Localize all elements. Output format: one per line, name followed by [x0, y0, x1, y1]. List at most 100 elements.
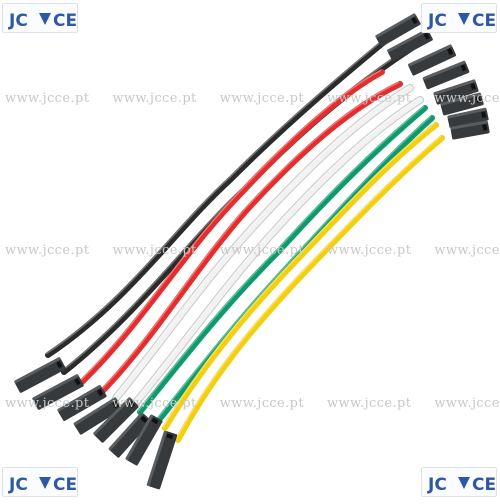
- connector-housing: [450, 120, 490, 140]
- logo-letters-left: JC: [8, 475, 28, 495]
- connector-housing: [146, 430, 178, 490]
- housing-socket: [166, 433, 174, 440]
- housing-body: [73, 397, 123, 435]
- watermark-url: www.jcce.pt: [327, 243, 412, 258]
- yellow-wire: [175, 135, 445, 443]
- watermark-url: www.jcce.pt: [219, 91, 305, 106]
- watermark-url: www.jcce.pt: [434, 243, 500, 258]
- watermark-row-middle: www.jcce.pt www.jcce.pt www.jcce.pt www.jcc…: [5, 243, 500, 258]
- watermark-url: www.jcce.pt: [112, 396, 197, 411]
- housing-body: [422, 60, 470, 90]
- connector-housing: [386, 28, 433, 62]
- housing-socket: [470, 82, 476, 90]
- watermark-row-bottom: www.jcce.pt www.jcce.pt www.jcce.pt www.jcc…: [5, 396, 500, 411]
- connector-housing: [440, 92, 484, 116]
- housing-highlight: [73, 396, 118, 426]
- connector-housing: [31, 373, 84, 410]
- watermark-row-top: www.jcce.pt www.jcce.pt www.jcce.pt www.jcc…: [5, 91, 500, 106]
- logo-letters-left: JC: [8, 11, 28, 31]
- housing-socket: [151, 417, 159, 425]
- watermark-url: www.jcce.pt: [327, 91, 412, 106]
- connector-housing: [422, 60, 470, 90]
- housing-socket: [128, 400, 136, 408]
- logo-letters-right: CE: [472, 475, 496, 495]
- red-wire: [93, 81, 403, 401]
- housing-body: [407, 44, 457, 76]
- housing-socket: [96, 388, 104, 397]
- red-wire-highlight: [79, 69, 382, 382]
- yellow-wire-highlight: [175, 135, 442, 440]
- connector-housing: [13, 356, 66, 393]
- logo-triangle: [39, 13, 51, 25]
- jcce-logo-top-right: JC CE: [421, 3, 497, 33]
- watermark-url: www.jcce.pt: [5, 91, 90, 106]
- housing-highlight: [433, 79, 476, 96]
- housing-highlight: [13, 356, 62, 384]
- housing-socket: [460, 64, 467, 72]
- white-wire: [113, 85, 413, 401]
- housing-body: [125, 414, 163, 466]
- housing-highlight: [450, 120, 489, 130]
- watermark-url: www.jcce.pt: [327, 396, 412, 411]
- housing-body: [146, 430, 178, 490]
- housing-socket: [112, 401, 120, 409]
- housing-body: [450, 120, 490, 140]
- jcce-logo-bottom-right: JC CE: [421, 467, 497, 497]
- housing-body: [108, 412, 152, 458]
- housing-highlight: [56, 384, 102, 413]
- connector-housing: [374, 12, 421, 47]
- logo-triangle: [39, 477, 51, 489]
- jcce-logo-bottom-left: JC CE: [2, 467, 78, 497]
- housing-socket: [447, 47, 454, 56]
- housing-socket: [482, 124, 488, 131]
- logo-mark: JC CE: [427, 475, 496, 495]
- housing-highlight: [374, 12, 417, 39]
- logo-mark: JC CE: [8, 475, 77, 495]
- housing-highlight: [146, 430, 168, 487]
- watermark-url: www.jcce.pt: [434, 396, 500, 411]
- housing-body: [14, 357, 66, 393]
- connector-housings: [13, 12, 490, 490]
- logo-letters-right: CE: [53, 475, 77, 495]
- connector-housing: [407, 43, 457, 76]
- housing-highlight: [422, 60, 467, 81]
- logo-letters-right: CE: [472, 11, 496, 31]
- white-wire: [125, 97, 423, 415]
- wires: [45, 30, 445, 443]
- connector-housing: [433, 79, 479, 105]
- housing-body: [375, 13, 421, 47]
- watermark-url: www.jcce.pt: [112, 91, 197, 106]
- housing-highlight: [108, 411, 144, 451]
- housing-highlight: [440, 92, 482, 107]
- housing-body: [433, 79, 479, 105]
- watermark-url: www.jcce.pt: [5, 243, 90, 258]
- housing-body: [440, 92, 484, 116]
- yellow-wire-highlight: [162, 122, 436, 428]
- housing-socket: [140, 415, 148, 423]
- watermark-url: www.jcce.pt: [112, 243, 197, 258]
- watermark-url: www.jcce.pt: [5, 396, 90, 411]
- white-wire-highlight: [113, 85, 410, 398]
- logo-letters-left: JC: [427, 11, 447, 31]
- housing-socket: [475, 96, 482, 104]
- connector-housing: [447, 107, 489, 129]
- black-wire-highlight: [45, 30, 395, 355]
- watermark-url: www.jcce.pt: [434, 91, 500, 106]
- housing-socket: [481, 111, 487, 119]
- housing-highlight: [31, 373, 80, 401]
- connector-housing: [108, 411, 152, 458]
- logo-letters-left: JC: [427, 475, 447, 495]
- logo-triangle: [458, 13, 470, 25]
- housing-highlight: [407, 43, 453, 67]
- housing-body: [57, 384, 107, 422]
- green-wire-highlight: [152, 115, 432, 425]
- yellow-wire: [162, 122, 439, 431]
- connector-housing: [92, 396, 139, 443]
- housing-highlight: [447, 107, 487, 119]
- logo-triangle: [458, 477, 470, 489]
- watermark-url: www.jcce.pt: [219, 396, 305, 411]
